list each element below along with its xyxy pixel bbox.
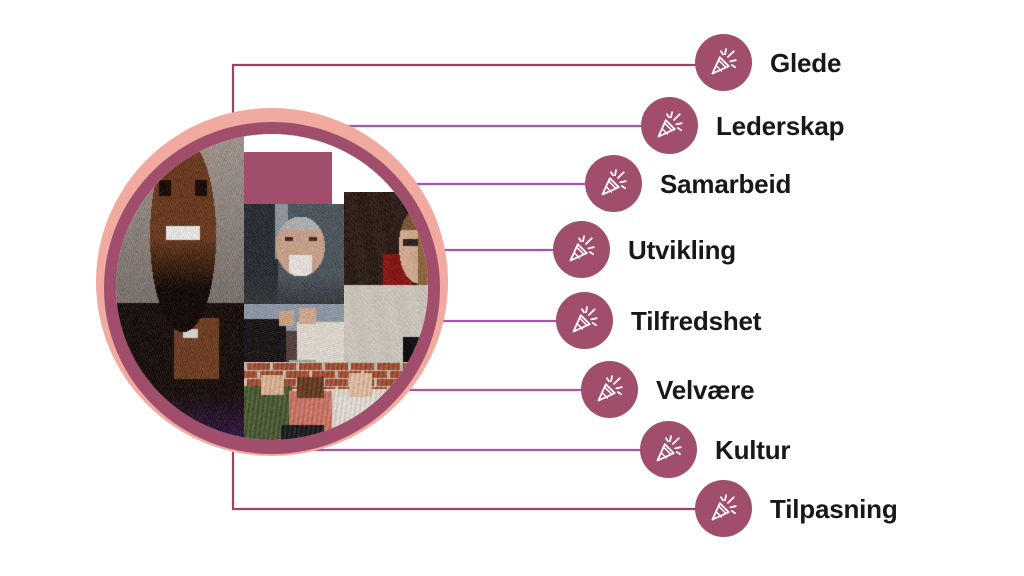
party-popper-icon — [585, 155, 642, 212]
list-item-label: Glede — [770, 47, 842, 78]
party-popper-icon — [695, 34, 752, 91]
party-popper-icon — [695, 480, 752, 537]
party-popper-icon — [556, 292, 613, 349]
list-item-glede[interactable]: Glede — [695, 34, 841, 91]
tile-smiling-senior — [244, 204, 344, 304]
party-popper-icon — [640, 421, 697, 478]
list-item-label: Velvære — [656, 374, 755, 405]
tile-two-colleagues — [244, 304, 344, 368]
list-item-label: Utvikling — [628, 234, 736, 265]
list-item-samarbeid[interactable]: Samarbeid — [585, 155, 791, 212]
list-item-label: Kultur — [715, 434, 791, 465]
collage-circle — [96, 108, 448, 456]
list-item-label: Samarbeid — [660, 168, 792, 199]
collage-grid — [116, 134, 428, 440]
tile-group-sofa — [244, 362, 428, 440]
party-popper-icon — [641, 97, 698, 154]
list-item-kultur[interactable]: Kultur — [640, 421, 791, 478]
list-item-label: Tilfredshet — [631, 305, 762, 336]
list-item-tilfredshet[interactable]: Tilfredshet — [556, 292, 761, 349]
list-item-velvaere[interactable]: Velvære — [581, 361, 755, 418]
tile-accent-block — [244, 152, 332, 204]
party-popper-icon — [581, 361, 638, 418]
collage-clip — [116, 134, 428, 440]
tile-laughing-man — [116, 134, 244, 440]
list-item-label: Tilpasning — [770, 493, 898, 524]
list-item-label: Lederskap — [716, 110, 845, 141]
tile-woman-laptop — [344, 192, 428, 364]
list-item-lederskap[interactable]: Lederskap — [641, 97, 844, 154]
party-popper-icon — [553, 221, 610, 278]
list-item-tilpasning[interactable]: Tilpasning — [695, 480, 898, 537]
list-item-utvikling[interactable]: Utvikling — [553, 221, 736, 278]
